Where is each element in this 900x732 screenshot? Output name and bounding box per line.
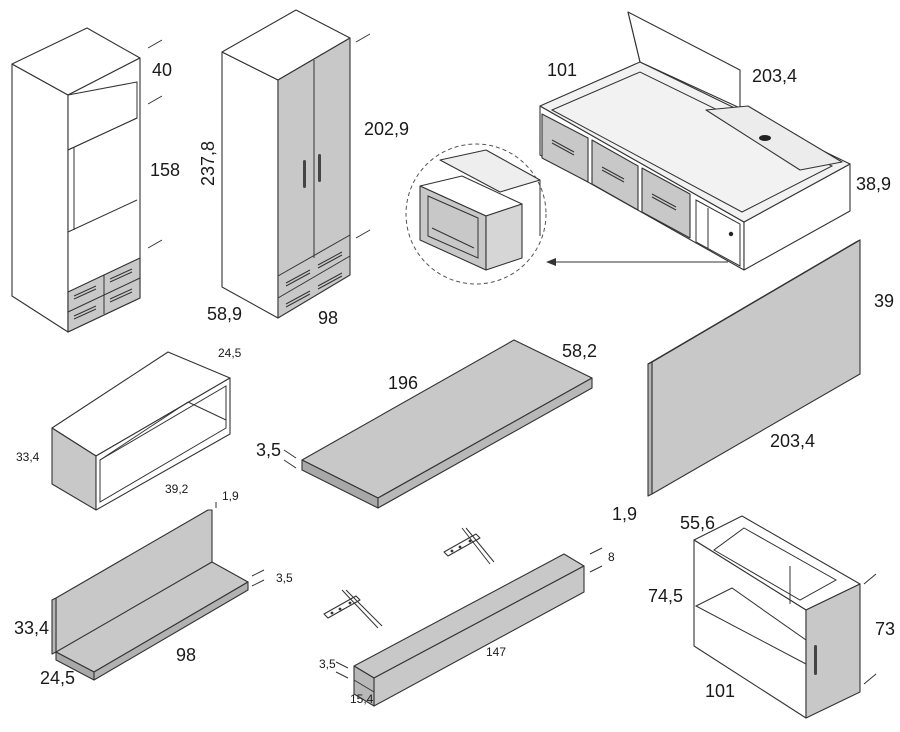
headboard-panel: 39 203,4 1,9 xyxy=(612,239,894,524)
l-shelf-length-label: 98 xyxy=(176,645,196,665)
mounting-bracket-lower xyxy=(323,589,383,629)
long-shelf-depth-label: 15,4 xyxy=(350,692,374,706)
desk-top-length-label: 196 xyxy=(388,373,418,393)
headboard-height-label: 39 xyxy=(874,291,894,311)
low-cabinet-height-label: 73 xyxy=(875,619,895,639)
low-cabinet-inner-height-label: 74,5 xyxy=(648,586,683,606)
wardrobe-width-label: 98 xyxy=(318,308,338,328)
long-shelf-height-label: 8 xyxy=(608,550,615,564)
l-shelf-shelf-thickness-label: 3,5 xyxy=(276,571,293,585)
desk-top-board: 196 58,2 3,5 xyxy=(256,339,597,509)
l-shelf-vertical-thickness-label: 1,9 xyxy=(222,489,239,503)
mounting-bracket-upper xyxy=(443,527,495,565)
long-shelf-length-label: 147 xyxy=(486,645,506,659)
tall-unit-depth-label: 40 xyxy=(152,60,172,80)
wardrobe-doors-height-label: 202,9 xyxy=(364,119,409,139)
wardrobe: 202,9 237,8 58,9 98 xyxy=(198,9,409,328)
desk-top-depth-label: 58,2 xyxy=(562,341,597,361)
l-shelf-depth-label: 24,5 xyxy=(40,668,75,688)
storage-bed: 101 203,4 38,9 xyxy=(539,11,891,271)
tall-unit-height-label: 158 xyxy=(150,160,180,180)
low-cabinet: 55,6 74,5 73 101 xyxy=(648,513,895,719)
desk-top-thickness-label: 3,5 xyxy=(256,440,281,460)
bed-depth-label: 101 xyxy=(547,60,577,80)
open-box-depth-label: 24,5 xyxy=(218,346,242,360)
bed-height-label: 38,9 xyxy=(856,174,891,194)
long-shelf-thickness-label: 3,5 xyxy=(319,657,336,671)
open-box-height-label: 33,4 xyxy=(16,450,40,464)
low-cabinet-depth-label: 55,6 xyxy=(680,513,715,533)
drawer-detail-callout xyxy=(405,143,728,285)
bed-length-label: 203,4 xyxy=(752,66,797,86)
l-shelf-height-label: 33,4 xyxy=(14,618,49,638)
l-shaped-shelf: 1,9 3,5 33,4 24,5 98 xyxy=(14,489,293,688)
long-floating-shelf: 8 147 3,5 15,4 xyxy=(319,547,615,707)
tall-open-unit: 40 158 xyxy=(11,27,180,333)
wardrobe-total-height-label: 237,8 xyxy=(198,141,218,186)
wardrobe-depth-label: 58,9 xyxy=(207,304,242,324)
headboard-thickness-label: 1,9 xyxy=(612,504,637,524)
open-box-shelf: 24,5 33,4 39,2 xyxy=(16,346,242,511)
headboard-length-label: 203,4 xyxy=(770,431,815,451)
low-cabinet-width-label: 101 xyxy=(705,681,735,701)
open-box-width-label: 39,2 xyxy=(165,482,189,496)
